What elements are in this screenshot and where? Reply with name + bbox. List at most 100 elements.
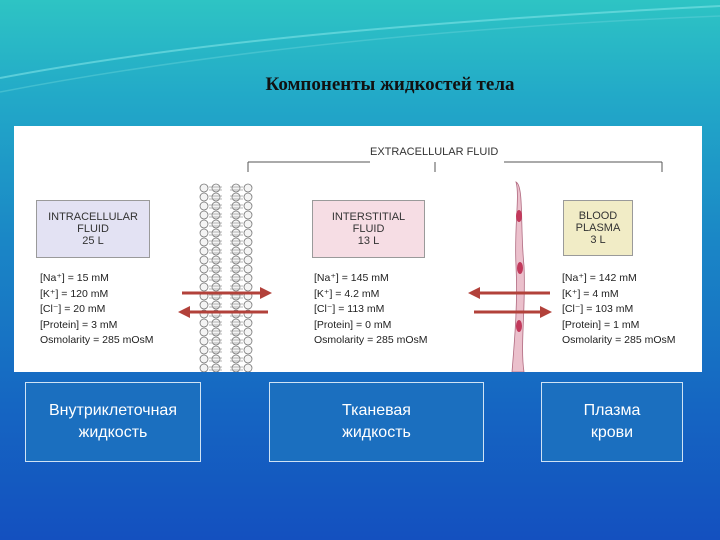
capillary-wall xyxy=(512,182,524,372)
phospholipid-head xyxy=(200,238,208,246)
ion-value: [Cl⁻] = 20 mM xyxy=(40,302,154,318)
phospholipid-head xyxy=(244,337,252,345)
phospholipid-head xyxy=(212,184,220,192)
phospholipid-head xyxy=(244,265,252,273)
phospholipid-head xyxy=(200,211,208,219)
phospholipid-head xyxy=(232,256,240,264)
box-line: INTRACELLULAR xyxy=(48,211,138,223)
box-line: PLASMA xyxy=(576,222,621,234)
phospholipid-head xyxy=(212,238,220,246)
box-line: INTERSTITIAL xyxy=(332,211,405,223)
phospholipid-head xyxy=(200,301,208,309)
phospholipid-head xyxy=(212,193,220,201)
ion-value: [Cl⁻] = 103 mM xyxy=(562,302,676,318)
phospholipid-head xyxy=(232,247,240,255)
extracellular-fluid-label: EXTRACELLULAR FLUID xyxy=(370,146,498,158)
phospholipid-head xyxy=(244,274,252,282)
label-line: жидкость xyxy=(342,422,411,444)
phospholipid-head xyxy=(212,301,220,309)
box-line: FLUID xyxy=(353,223,385,235)
phospholipid-head xyxy=(232,184,240,192)
ion-value: [Protein] = 1 mM xyxy=(562,318,676,334)
phospholipid-head xyxy=(244,283,252,291)
phospholipid-head xyxy=(232,328,240,336)
phospholipid-head xyxy=(232,364,240,372)
ion-value: [Protein] = 0 mM xyxy=(314,318,428,334)
phospholipid-head xyxy=(200,256,208,264)
phospholipid-head xyxy=(212,337,220,345)
ion-value: [Na⁺] = 145 mM xyxy=(314,271,428,287)
phospholipid-head xyxy=(212,220,220,228)
phospholipid-head xyxy=(244,256,252,264)
intracellular-fluid-box: INTRACELLULAR FLUID 25 L xyxy=(36,200,150,258)
phospholipid-head xyxy=(200,328,208,336)
box-line: FLUID xyxy=(77,223,109,235)
plasma-ion-list: [Na⁺] = 142 mM [K⁺] = 4 mM [Cl⁻] = 103 m… xyxy=(562,271,676,349)
cell-membrane xyxy=(200,184,252,372)
phospholipid-head xyxy=(200,355,208,363)
phospholipid-head xyxy=(244,229,252,237)
phospholipid-head xyxy=(200,193,208,201)
ion-value: [K⁺] = 4.2 mM xyxy=(314,287,428,303)
interstitial-label-box: Тканевая жидкость xyxy=(269,382,484,462)
plasma-label-box: Плазма крови xyxy=(541,382,683,462)
label-line: жидкость xyxy=(79,422,148,444)
phospholipid-head xyxy=(200,283,208,291)
ion-value: [K⁺] = 4 mM xyxy=(562,287,676,303)
phospholipid-head xyxy=(212,346,220,354)
phospholipid-head xyxy=(232,337,240,345)
ion-value: [Na⁺] = 15 mM xyxy=(40,271,154,287)
ion-value: Osmolarity = 285 mOsM xyxy=(314,333,428,349)
phospholipid-head xyxy=(200,319,208,327)
interstitial-fluid-box: INTERSTITIAL FLUID 13 L xyxy=(312,200,425,258)
phospholipid-head xyxy=(244,328,252,336)
label-line: Плазма xyxy=(584,400,641,422)
phospholipid-head xyxy=(212,364,220,372)
phospholipid-head xyxy=(232,211,240,219)
page-title: Компоненты жидкостей тела xyxy=(0,74,720,96)
phospholipid-head xyxy=(244,184,252,192)
label-line: крови xyxy=(591,422,633,444)
phospholipid-head xyxy=(244,193,252,201)
label-line: Внутриклеточная xyxy=(49,400,177,422)
phospholipid-head xyxy=(212,229,220,237)
nucleus-icon xyxy=(517,262,523,274)
phospholipid-head xyxy=(232,319,240,327)
phospholipid-head xyxy=(200,184,208,192)
phospholipid-head xyxy=(200,229,208,237)
phospholipid-head xyxy=(212,274,220,282)
phospholipid-head xyxy=(200,364,208,372)
phospholipid-head xyxy=(244,319,252,327)
phospholipid-head xyxy=(244,364,252,372)
box-line: 3 L xyxy=(590,234,605,246)
phospholipid-head xyxy=(212,247,220,255)
phospholipid-head xyxy=(244,220,252,228)
intracellular-label-box: Внутриклеточная жидкость xyxy=(25,382,201,462)
phospholipid-head xyxy=(200,265,208,273)
extracellular-bracket xyxy=(248,162,662,172)
phospholipid-head xyxy=(232,220,240,228)
box-line: BLOOD xyxy=(579,210,618,222)
phospholipid-head xyxy=(212,211,220,219)
phospholipid-head xyxy=(232,301,240,309)
phospholipid-head xyxy=(200,337,208,345)
phospholipid-head xyxy=(232,229,240,237)
phospholipid-head xyxy=(200,202,208,210)
nucleus-icon xyxy=(516,320,522,332)
blood-plasma-box: BLOOD PLASMA 3 L xyxy=(563,200,633,256)
phospholipid-head xyxy=(244,238,252,246)
phospholipid-head xyxy=(212,319,220,327)
phospholipid-head xyxy=(232,265,240,273)
phospholipid-head xyxy=(232,202,240,210)
ion-value: Osmolarity = 285 mOsM xyxy=(562,333,676,349)
interstitial-ion-list: [Na⁺] = 145 mM [K⁺] = 4.2 mM [Cl⁻] = 113… xyxy=(314,271,428,349)
phospholipid-head xyxy=(200,274,208,282)
phospholipid-head xyxy=(212,328,220,336)
ion-value: [K⁺] = 120 mM xyxy=(40,287,154,303)
intracellular-ion-list: [Na⁺] = 15 mM [K⁺] = 120 mM [Cl⁻] = 20 m… xyxy=(40,271,154,349)
box-line: 13 L xyxy=(358,235,379,247)
phospholipid-head xyxy=(212,355,220,363)
phospholipid-head xyxy=(244,301,252,309)
phospholipid-head xyxy=(232,238,240,246)
phospholipid-head xyxy=(212,202,220,210)
